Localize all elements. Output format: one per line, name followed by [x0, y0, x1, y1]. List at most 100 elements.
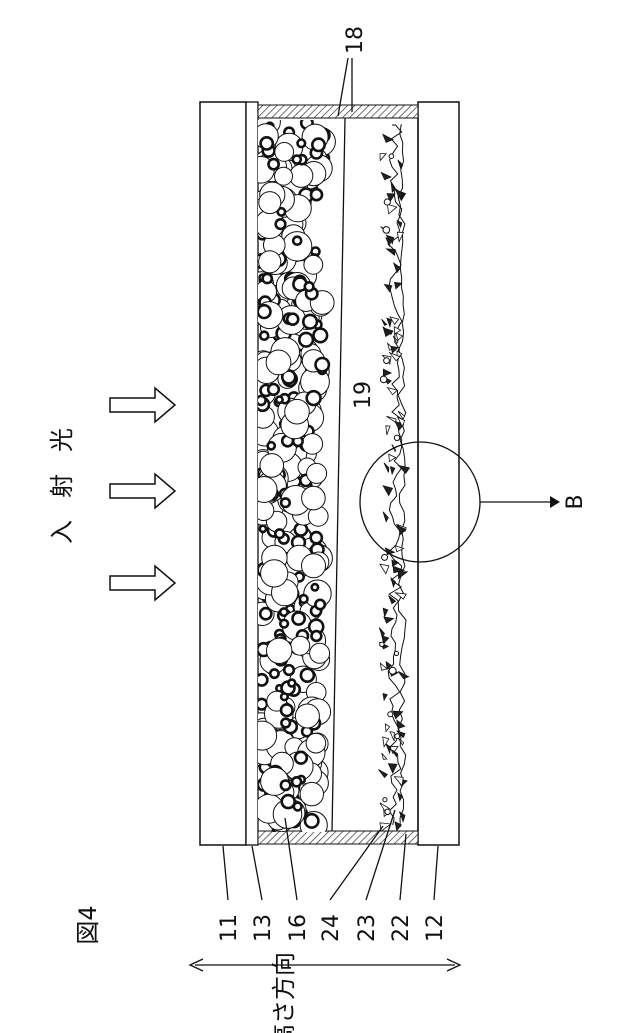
dye-particle: [261, 137, 273, 149]
ref-label-11: 11: [217, 914, 242, 942]
dye-particle: [303, 315, 317, 329]
catalyst-sphere: [382, 554, 388, 560]
catalyst-flake-24: [383, 486, 392, 496]
dye-particle: [260, 526, 266, 532]
catalyst-sphere: [394, 651, 398, 655]
catalyst-flake-24: [390, 732, 394, 741]
catalyst-flake-24: [397, 720, 405, 728]
dye-particle: [263, 274, 272, 283]
seal-18-top: [258, 105, 418, 118]
catalyst-flake-24: [394, 777, 403, 786]
catalyst-flake-24: [387, 204, 396, 214]
catalyst-flake-24: [388, 764, 397, 773]
figure-label: 図4: [74, 905, 102, 944]
catalyst-flake-24: [392, 560, 399, 566]
semiconductor-particle: [304, 255, 323, 274]
catalyst-sphere: [385, 809, 390, 814]
catalyst-flake-24: [380, 154, 386, 161]
catalyst-flake-24: [383, 369, 391, 376]
catalyst-flake-24: [391, 578, 396, 587]
catalyst-flake-24: [386, 744, 391, 753]
catalyst-sphere: [389, 667, 396, 674]
dye-particle: [311, 189, 322, 200]
dye-particle: [292, 777, 301, 786]
catalyst-flake-24: [384, 617, 394, 623]
semiconductor-particle: [275, 143, 294, 162]
catalyst-flake-24: [390, 467, 394, 474]
semiconductor-particle: [285, 399, 310, 424]
semiconductor-particle: [259, 192, 281, 214]
semiconductor-particle: [307, 463, 327, 483]
dye-particle: [276, 219, 286, 229]
dye-particle: [301, 669, 314, 682]
substrate-11: [200, 102, 246, 845]
light-arrow-3: [110, 566, 175, 600]
catalyst-flake-24: [384, 463, 389, 473]
semiconductor-particle: [306, 733, 326, 753]
semiconductor-particle: [260, 454, 284, 478]
dye-particle: [275, 529, 284, 538]
semiconductor-particle: [291, 636, 310, 655]
dye-particle: [293, 612, 305, 624]
light-arrow-2: [110, 474, 175, 508]
dye-particle: [294, 803, 302, 811]
dye-particle: [284, 665, 294, 675]
detail-arrow-head: [550, 496, 560, 508]
catalyst-flake-24: [378, 770, 387, 778]
dye-particle: [287, 314, 298, 325]
dye-particle: [288, 680, 295, 687]
catalyst-sphere: [389, 154, 394, 159]
catalyst-flake-24: [394, 263, 401, 272]
catalyst-flake-24: [379, 628, 384, 637]
dye-particle: [258, 305, 271, 318]
dye-particle: [305, 814, 318, 827]
leader-12: [434, 846, 438, 900]
dye-particle: [315, 600, 324, 609]
seal-18-bottom: [258, 831, 418, 844]
dye-particle: [276, 397, 282, 403]
catalyst-sphere: [383, 798, 387, 802]
dye-particle: [307, 391, 321, 405]
semiconductor-particle: [267, 638, 292, 663]
dye-particle: [305, 282, 314, 291]
dye-particle: [293, 237, 301, 245]
catalyst-flake-24: [394, 327, 400, 334]
semiconductor-particle: [261, 560, 288, 587]
leader-16: [285, 818, 297, 900]
dye-particle: [260, 332, 268, 340]
catalyst-flake-24: [380, 564, 389, 574]
leader-13: [252, 846, 262, 900]
semiconductor-particle: [300, 782, 323, 805]
dye-particle: [281, 694, 288, 701]
incident-light-arrows: [110, 388, 175, 600]
dye-particle: [268, 442, 275, 449]
ref-label-18: 18: [343, 26, 368, 54]
catalyst-flake-24: [386, 249, 395, 255]
catalyst-flake-24: [395, 282, 402, 288]
catalyst-flake-24: [383, 512, 388, 522]
light-arrow-1: [110, 388, 175, 422]
ref-label-22: 22: [389, 914, 414, 942]
semiconductor-particle: [302, 434, 323, 455]
dye-particle: [312, 631, 322, 641]
semiconductor-particle: [275, 167, 293, 185]
catalyst-flake-24: [383, 694, 387, 701]
catalyst-sphere: [383, 227, 390, 234]
dye-particle: [268, 384, 279, 395]
dye-particle: [298, 140, 306, 148]
substrate-12: [418, 102, 459, 845]
incident-light-label: 入射光: [48, 406, 76, 544]
dye-particle: [270, 669, 278, 677]
catalyst-sphere: [380, 376, 387, 383]
catalyst-sphere: [395, 734, 400, 739]
ref-label-23: 23: [355, 914, 380, 942]
semiconductor-particle: [302, 486, 326, 510]
dye-particle: [269, 159, 279, 169]
dye-particle: [299, 333, 313, 347]
semiconductor-particle: [295, 704, 319, 728]
dye-particle: [312, 139, 324, 151]
catalyst-sphere: [380, 642, 384, 646]
catalyst-flake-24: [386, 426, 390, 435]
detail-label-b: B: [563, 494, 588, 509]
